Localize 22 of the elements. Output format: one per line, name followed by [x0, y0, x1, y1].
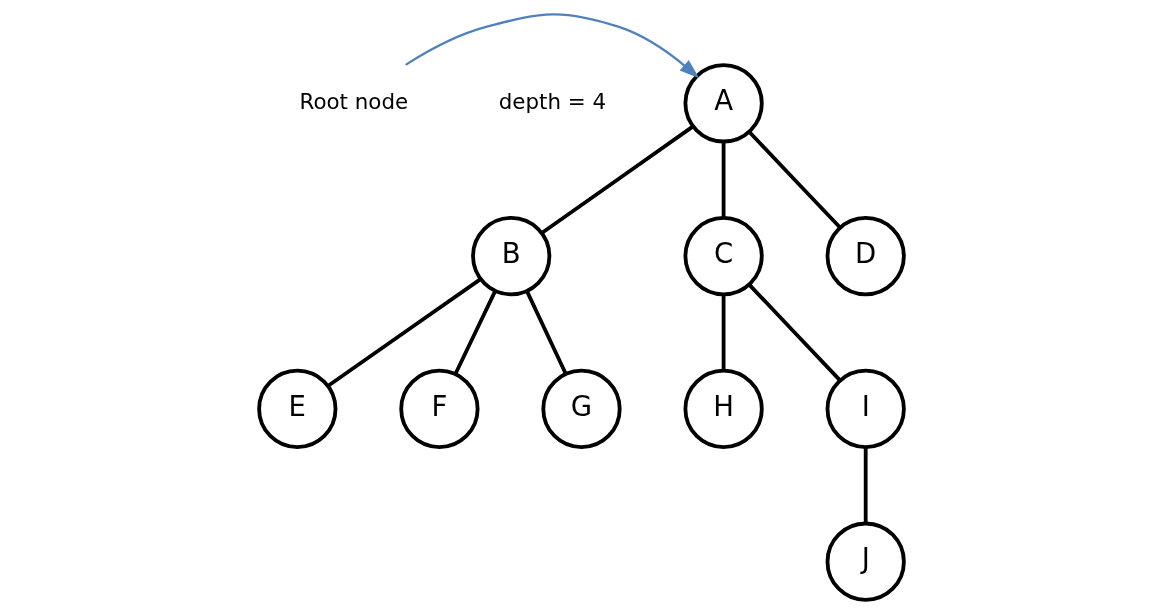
connector	[721, 294, 726, 371]
connector	[326, 277, 482, 388]
node-circle: B	[471, 216, 552, 297]
connector	[863, 447, 868, 524]
node-circle: H	[683, 368, 764, 449]
connector	[721, 141, 726, 218]
node-circle: A	[683, 63, 764, 144]
connector	[748, 131, 842, 229]
connector	[748, 283, 842, 382]
node-circle: J	[825, 521, 906, 602]
node-circle: G	[541, 368, 622, 449]
arrow	[405, 13, 700, 79]
node-text: Root node	[299, 88, 409, 114]
node-circle: F	[399, 368, 480, 449]
connector	[453, 290, 497, 375]
node-circle: D	[825, 216, 906, 297]
node-circle: E	[257, 368, 338, 449]
label: depth = 4	[498, 88, 607, 114]
node-circle: C	[683, 216, 764, 297]
node-circle: I	[825, 368, 906, 449]
connector	[541, 125, 694, 235]
connector	[525, 290, 568, 375]
